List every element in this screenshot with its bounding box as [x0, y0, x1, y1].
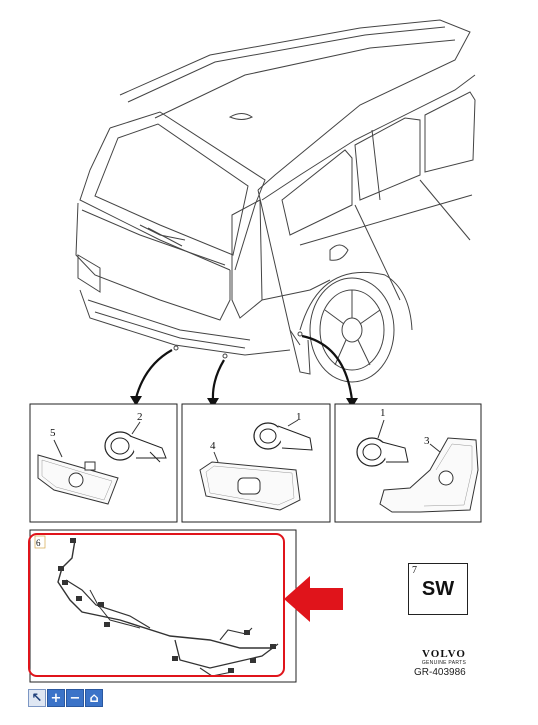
zoom-out-button[interactable]: −: [66, 689, 84, 707]
sw-label: SW: [421, 578, 455, 600]
home-icon: ⌂: [89, 690, 99, 706]
callout-5: 5: [50, 427, 56, 439]
diagram-reference: GR-403986: [414, 667, 466, 678]
pointer-button[interactable]: ↖: [28, 689, 46, 707]
pointer-arrows: [134, 334, 354, 401]
zoom-in-button[interactable]: +: [47, 689, 65, 707]
highlight-arrow: [284, 576, 343, 622]
volvo-brand: VOLVO GENUINE PARTS: [413, 648, 475, 666]
zoom-toolbar: ↖ + − ⌂: [28, 689, 103, 707]
volvo-logo: VOLVO: [422, 648, 466, 660]
callout-4: 4: [210, 440, 216, 452]
car-illustration: [75, 19, 476, 383]
home-button[interactable]: ⌂: [85, 689, 103, 707]
panel-rear-center: [181, 403, 331, 523]
zoom-out-icon: −: [69, 690, 81, 706]
callout-1: 1: [296, 411, 302, 423]
callout-2: 2: [137, 411, 143, 423]
callout-1b: 1: [380, 407, 386, 419]
pointer-icon: ↖: [31, 690, 43, 706]
panel-wiring-harness: [28, 529, 297, 683]
callout-6: 6: [36, 538, 41, 548]
callout-7: 7: [412, 565, 417, 576]
panel-rear-right: [334, 403, 482, 523]
genuine-parts-label: GENUINE PARTS: [421, 660, 467, 666]
panel-rear-left: [29, 403, 178, 523]
callout-3: 3: [424, 435, 430, 447]
zoom-in-icon: +: [50, 690, 62, 706]
sw-software-box: 7 SW: [408, 563, 468, 615]
